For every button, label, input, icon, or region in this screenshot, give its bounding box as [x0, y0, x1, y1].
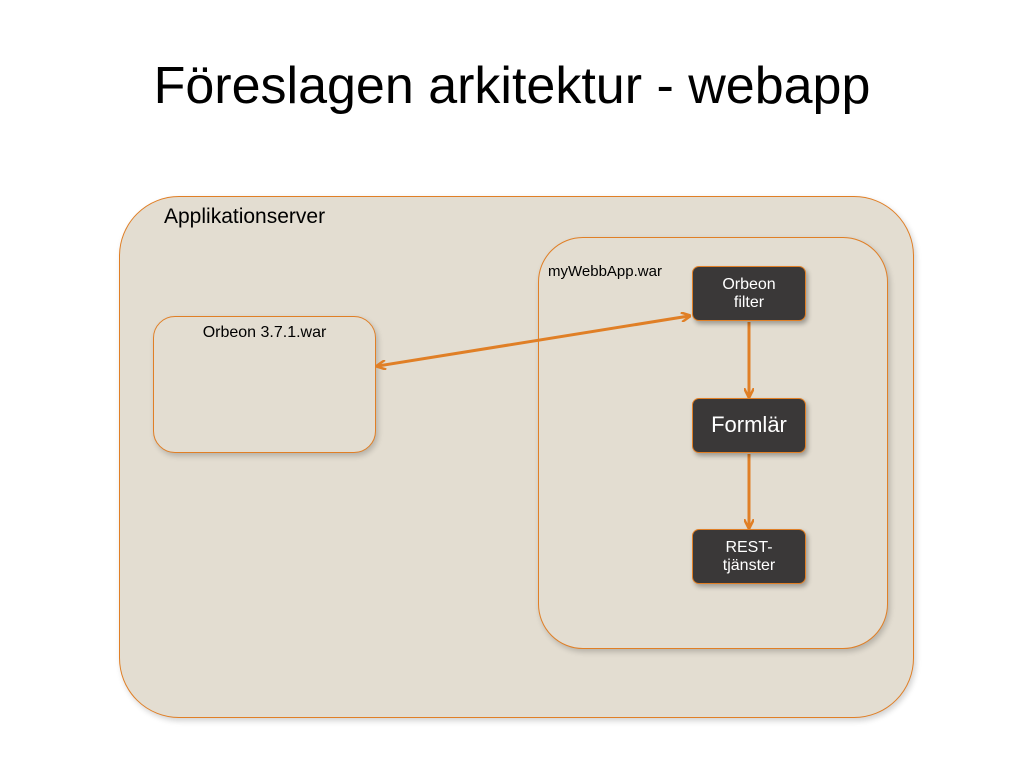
mywebbapp-label: myWebbApp.war [548, 263, 662, 280]
orbeon-filter-label-line2: filter [733, 293, 765, 311]
slide-title: Föreslagen arkitektur - webapp [153, 57, 871, 115]
formlar-label: Formlär [711, 412, 787, 438]
rest-tjanster-box: REST- tjänster [692, 529, 806, 584]
orbeon-war-label: Orbeon 3.7.1.war [202, 324, 327, 341]
rest-label-line2: tjänster [722, 556, 776, 574]
orbeon-filter-box: Orbeon filter [692, 266, 806, 321]
orbeon-filter-label-line1: Orbeon [722, 275, 776, 293]
rest-label-line1: REST- [725, 538, 773, 556]
arrow-orbeon-war-to-filter [378, 316, 689, 366]
formlar-box: Formlär [692, 398, 806, 453]
applikationserver-label: Applikationserver [164, 205, 326, 228]
orbeon-war-box [153, 316, 376, 453]
